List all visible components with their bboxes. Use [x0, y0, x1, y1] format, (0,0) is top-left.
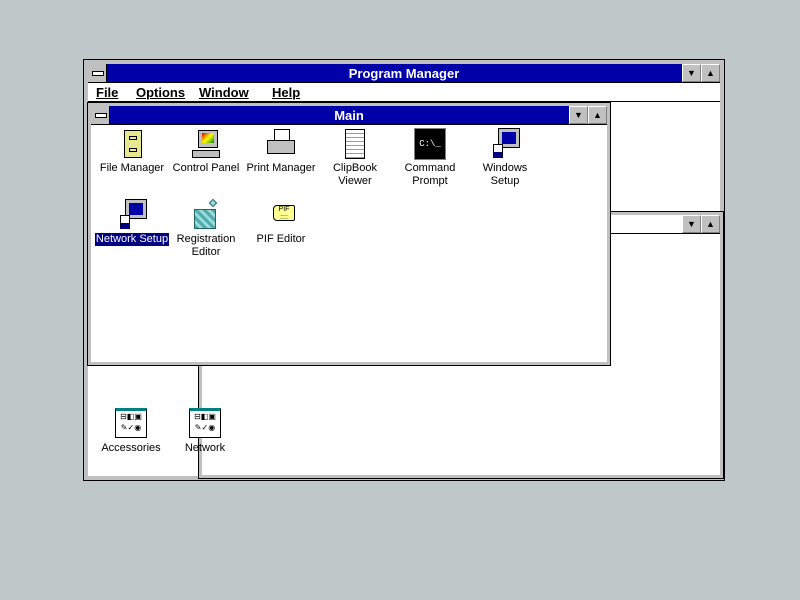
menu-file[interactable]: File: [96, 85, 119, 100]
menu-help[interactable]: Help: [272, 85, 301, 100]
minimize-button[interactable]: ▼: [682, 215, 701, 233]
system-menu-button[interactable]: [91, 106, 110, 124]
system-menu-button[interactable]: [88, 64, 107, 82]
printer-icon: [265, 128, 297, 160]
maximize-button[interactable]: ▲: [701, 215, 720, 233]
program-item-registration-editor[interactable]: Registration Editor: [168, 198, 244, 259]
program-item-network-setup[interactable]: Network Setup: [94, 199, 170, 246]
program-item-print-manager[interactable]: Print Manager: [243, 128, 319, 175]
clipbook-icon: [339, 128, 371, 160]
program-manager-window: Program Manager ▼ ▲ File Options Window …: [83, 59, 725, 481]
windows-setup-icon: [489, 128, 521, 160]
group-icon-accessories[interactable]: ⊟◧▣✎✓◉ Accessories: [93, 408, 169, 455]
control-panel-icon: [190, 128, 222, 160]
command-prompt-icon: C:\_: [414, 128, 446, 160]
file-cabinet-icon: [116, 128, 148, 160]
program-item-command-prompt[interactable]: C:\_ Command Prompt: [392, 128, 468, 188]
main-group-window: Main ▼ ▲ File Manager Control Panel Prin…: [87, 102, 611, 366]
menu-options[interactable]: Options: [136, 85, 186, 100]
registry-cubes-icon: [190, 198, 222, 231]
main-group-titlebar[interactable]: Main ▼ ▲: [91, 106, 607, 125]
network-setup-icon: [116, 199, 148, 231]
program-manager-titlebar[interactable]: Program Manager ▼ ▲: [88, 64, 720, 83]
minimize-button[interactable]: ▼: [682, 64, 701, 82]
menu-window[interactable]: Window: [199, 85, 249, 100]
minimize-button[interactable]: ▼: [569, 106, 588, 124]
group-title: Main: [334, 108, 364, 123]
maximize-button[interactable]: ▲: [588, 106, 607, 124]
program-item-clipbook-viewer[interactable]: ClipBook Viewer: [317, 128, 393, 188]
pif-tag-icon: PIF::::: [265, 199, 297, 231]
maximize-button[interactable]: ▲: [701, 64, 720, 82]
menu-bar: File Options Window Help: [88, 83, 720, 102]
program-item-pif-editor[interactable]: PIF:::: PIF Editor: [243, 199, 319, 246]
program-item-windows-setup[interactable]: Windows Setup: [467, 128, 543, 188]
program-item-control-panel[interactable]: Control Panel: [168, 128, 244, 175]
window-title: Program Manager: [348, 66, 460, 81]
program-item-file-manager[interactable]: File Manager: [94, 128, 170, 175]
program-group-icon: ⊟◧▣✎✓◉: [189, 408, 221, 438]
program-group-icon: ⊟◧▣✎✓◉: [115, 408, 147, 438]
group-icon-network[interactable]: ⊟◧▣✎✓◉ Network: [167, 408, 243, 455]
